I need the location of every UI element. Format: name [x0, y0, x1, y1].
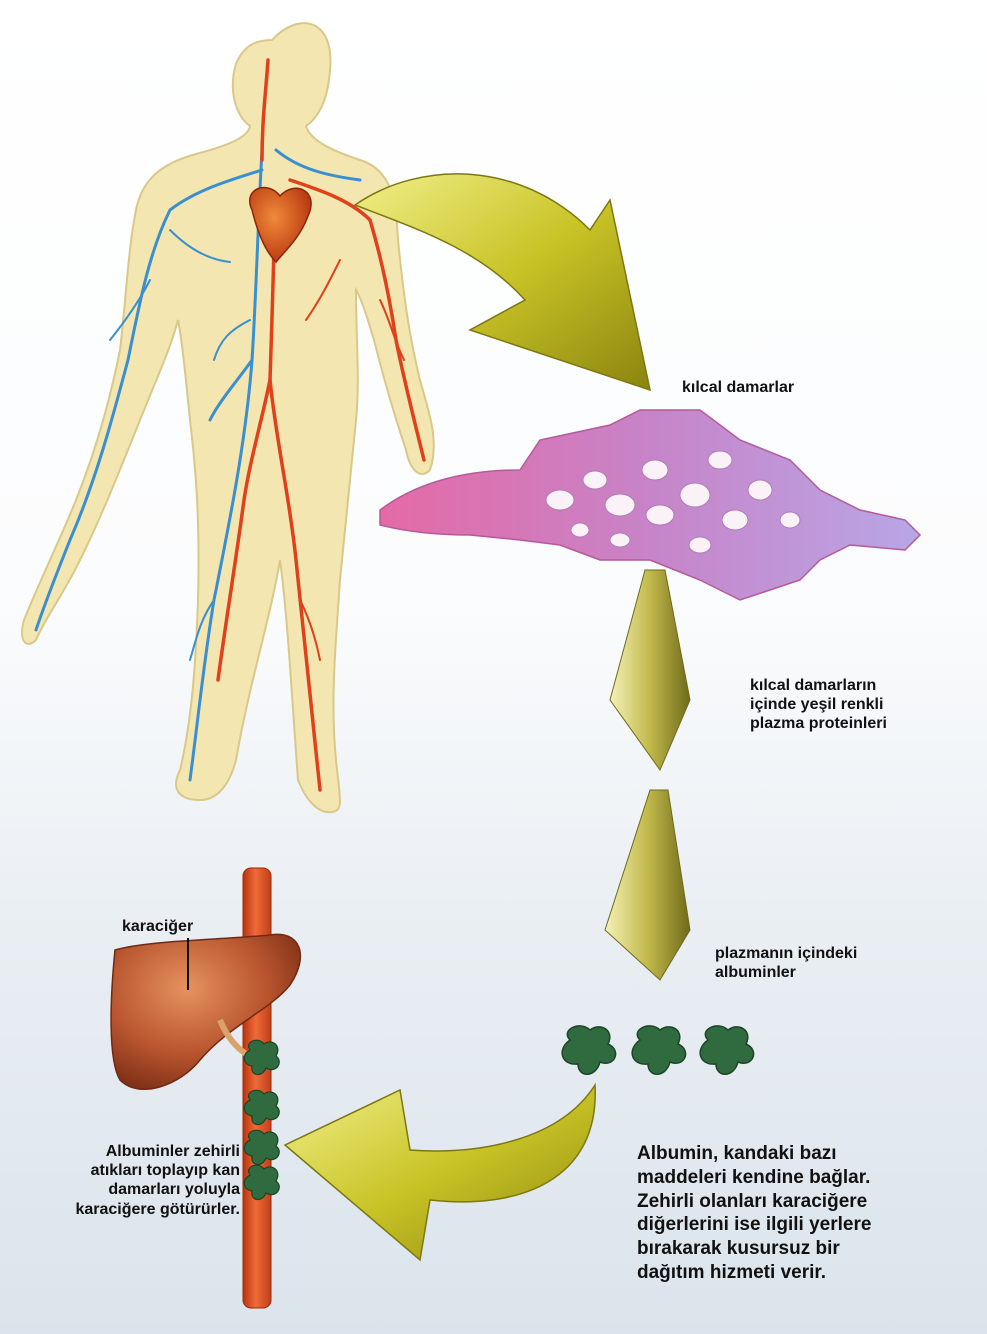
label-liver: karaciğer [122, 917, 193, 936]
label-line: plazmanın içindeki [715, 944, 915, 963]
label-line: Albuminler zehirli [30, 1142, 240, 1161]
albumin-molecules [562, 1026, 753, 1074]
label-albumin-description: Albumin, kandaki bazı maddeleri kendine … [637, 1142, 947, 1285]
human-body-figure [22, 23, 434, 812]
label-line: karaciğere götürürler. [30, 1200, 240, 1219]
label-line: bırakarak kusursuz bir [637, 1237, 947, 1261]
label-line: plazma proteinleri [750, 714, 970, 733]
label-line: albuminler [715, 963, 915, 982]
label-line: damarları yoluyla [30, 1180, 240, 1199]
label-capillaries: kılcal damarlar [682, 378, 794, 397]
label-line: diğerlerini ise ilgili yerlere [637, 1213, 947, 1237]
label-line: kılcal damarların [750, 676, 970, 695]
label-plasma-proteins: kılcal damarların içinde yeşil renkli pl… [750, 676, 970, 734]
label-line: Albumin, kandaki bazı [637, 1142, 947, 1166]
label-line: atıkları toplayıp kan [30, 1161, 240, 1180]
label-line: Zehirli olanları karaciğere [637, 1190, 947, 1214]
label-plasma-albumins: plazmanın içindeki albuminler [715, 944, 915, 982]
arrow-albumin-to-liver [285, 1085, 595, 1260]
arrow-down-1 [610, 570, 690, 770]
label-albumins-toxins: Albuminler zehirli atıkları toplayıp kan… [30, 1142, 240, 1219]
label-line: içinde yeşil renkli [750, 695, 970, 714]
arrow-down-2 [605, 790, 690, 980]
blood-vessel [243, 868, 271, 1308]
label-line: maddeleri kendine bağlar. [637, 1166, 947, 1190]
label-line: dağıtım hizmeti verir. [637, 1261, 947, 1285]
